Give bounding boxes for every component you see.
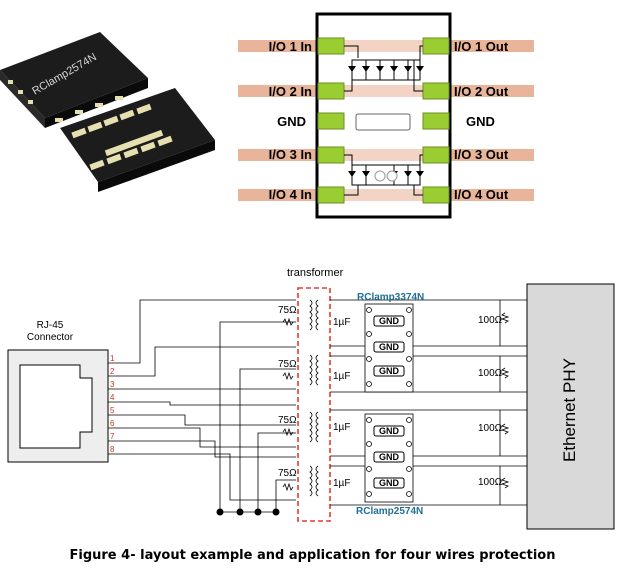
transformer-label: transformer <box>287 267 344 279</box>
ethernet-phy-label: Ethernet PHY <box>560 358 579 462</box>
rj45-connector-inner <box>19 364 93 449</box>
ground-junctions <box>216 508 280 516</box>
diode-symbols-top <box>348 66 424 72</box>
device-top-pins <box>366 307 412 387</box>
capacitor-label: 1µF <box>333 371 350 382</box>
diode-ring <box>386 170 398 182</box>
termination-label: 100Ω <box>478 368 503 379</box>
pin-label-right: I/O 1 Out <box>454 39 509 54</box>
resistor-75-label: 75Ω <box>278 359 297 370</box>
pin-label-right: I/O 4 Out <box>454 187 509 202</box>
chip-top-side-left <box>0 70 45 128</box>
connector-label: RJ-45 <box>37 320 64 331</box>
capacitor-labels: 1µF 1µF 1µF 1µF <box>333 317 350 489</box>
pin-number: 7 <box>110 432 115 441</box>
pin-label-left: I/O 3 In <box>269 147 312 162</box>
device-label-bottom: RClamp2574N <box>356 506 423 517</box>
chip-bottom-side <box>98 140 215 192</box>
pin-label-left: I/O 4 In <box>269 187 312 202</box>
pin-number: 5 <box>110 406 115 415</box>
pin-label-right: GND <box>466 114 495 129</box>
gnd-label: GND <box>379 452 400 462</box>
gnd-label: GND <box>379 478 400 488</box>
pin-number: 1 <box>110 354 115 363</box>
chip-top-leads <box>8 80 123 122</box>
termination-label: 100Ω <box>478 315 503 326</box>
figure-caption: Figure 4- layout example and application… <box>69 548 556 563</box>
gnd-label: GND <box>379 426 400 436</box>
chip-bottom-body <box>60 88 215 182</box>
chip-bottom-pads <box>71 103 173 171</box>
pinout-layout: I/O 1 In I/O 2 In GND I/O 3 In I/O 4 In … <box>238 12 534 219</box>
termination-label: 100Ω <box>478 477 503 488</box>
connector-label: Connector <box>27 332 74 343</box>
diode-ring <box>374 170 386 182</box>
center-gnd-pad <box>355 113 411 131</box>
pin-number: 3 <box>110 380 115 389</box>
pin-label-left: GND <box>277 114 306 129</box>
pin-number: 6 <box>110 419 115 428</box>
gnd-label: GND <box>379 342 400 352</box>
connector-wiring <box>108 299 296 513</box>
pin-number: 8 <box>110 445 115 454</box>
bias-resistors: 75Ω 75Ω 75Ω 75Ω <box>278 305 297 492</box>
pin-label-right: I/O 3 Out <box>454 147 509 162</box>
pin-label-left: I/O 1 In <box>269 39 312 54</box>
package-inner-traces <box>319 40 448 201</box>
pin-label-left: I/O 2 In <box>269 84 312 99</box>
chip-top-body <box>0 32 148 118</box>
gnd-label: GND <box>379 316 400 326</box>
pin-label-right: I/O 2 Out <box>454 84 509 99</box>
chip-package-photo: RClamp2574N <box>0 32 215 192</box>
device-top-gnd: GND GND GND <box>373 315 405 377</box>
capacitor-label: 1µF <box>333 478 350 489</box>
device-bottom-pins <box>366 417 412 497</box>
resistor-75-label: 75Ω <box>278 468 297 479</box>
ethernet-phy-block <box>526 283 615 530</box>
capacitor-label: 1µF <box>333 422 350 433</box>
application-schematic: transformer RJ-45 Connector 1 2 3 4 5 6 … <box>7 267 615 530</box>
pin-number: 4 <box>110 393 115 402</box>
pin-number: 2 <box>110 367 115 376</box>
termination-resistors: 100Ω 100Ω 100Ω 100Ω <box>478 312 510 489</box>
transformer-box <box>297 287 331 522</box>
phy-wiring <box>330 299 527 506</box>
resistor-75-label: 75Ω <box>278 305 297 316</box>
device-label-top: RClamp3374N <box>357 292 424 303</box>
resistor-75-label: 75Ω <box>278 415 297 426</box>
termination-label: 100Ω <box>478 423 503 434</box>
gnd-label: GND <box>379 366 400 376</box>
transformer-coils <box>309 299 319 497</box>
rj45-pin-numbers: 1 2 3 4 5 6 7 8 <box>110 354 115 454</box>
device-bottom-gnd: GND GND GND <box>373 425 405 489</box>
capacitor-label: 1µF <box>333 317 350 328</box>
pinout-pads <box>317 37 450 204</box>
